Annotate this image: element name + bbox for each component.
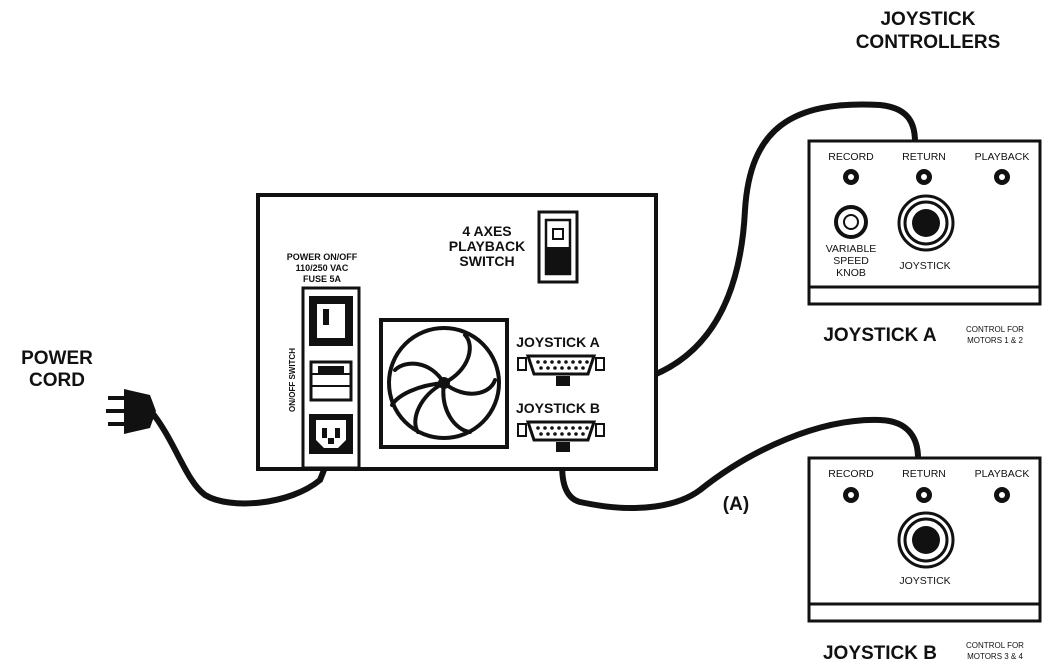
controller-a-playback-button[interactable] bbox=[994, 169, 1010, 185]
joystick-a-plug bbox=[556, 376, 570, 386]
joystick-b-cable bbox=[559, 416, 921, 511]
joystick-b-port[interactable] bbox=[517, 420, 605, 442]
controller-a-caption-2: MOTORS 1 & 2 bbox=[967, 336, 1023, 345]
controller-b-return-button[interactable] bbox=[916, 487, 932, 503]
controller-b-joystick-label: JOYSTICK bbox=[899, 575, 950, 587]
controller-b-playback-label: PLAYBACK bbox=[975, 468, 1030, 480]
playback-switch-label-1: 4 AXES bbox=[462, 223, 511, 239]
power-switch-label-3: FUSE 5A bbox=[303, 274, 342, 284]
power-cable bbox=[147, 407, 333, 507]
controller-b-joystick[interactable] bbox=[897, 511, 955, 569]
cable-marker-label: (A) bbox=[723, 494, 749, 515]
power-switch-label-1: POWER ON/OFF bbox=[287, 252, 358, 262]
controller-a-return-label: RETURN bbox=[902, 151, 946, 163]
playback-switch-label-2: PLAYBACK bbox=[449, 238, 526, 254]
port-a-label: JOYSTICK A bbox=[516, 334, 600, 350]
fan-icon bbox=[379, 318, 509, 449]
port-b-label: JOYSTICK B bbox=[516, 400, 600, 416]
joystick-b-plug bbox=[556, 442, 570, 452]
controller-a-title: JOYSTICK A bbox=[823, 325, 937, 346]
controller-b-caption-1: CONTROL FOR bbox=[966, 641, 1024, 650]
onoff-switch-label: ON/OFF SWITCH bbox=[288, 348, 297, 412]
controller-b-record-label: RECORD bbox=[828, 468, 874, 480]
controller-a-record-label: RECORD bbox=[828, 151, 874, 163]
power-cord-label-1: POWER bbox=[21, 348, 93, 369]
joystick-a-port[interactable] bbox=[517, 354, 605, 376]
controller-b-record-button[interactable] bbox=[843, 487, 859, 503]
power-module[interactable] bbox=[301, 286, 361, 470]
controllers-title-1: JOYSTICK bbox=[880, 9, 975, 30]
controller-a-knob-label-2: SPEED bbox=[833, 255, 869, 267]
controller-a-joystick-label: JOYSTICK bbox=[899, 260, 950, 272]
controller-a-playback-label: PLAYBACK bbox=[975, 151, 1030, 163]
controller-a-record-button[interactable] bbox=[843, 169, 859, 185]
power-plug bbox=[106, 389, 156, 434]
controller-a-return-button[interactable] bbox=[916, 169, 932, 185]
controller-a-speed-knob[interactable] bbox=[834, 205, 868, 239]
controllers-title-2: CONTROLLERS bbox=[856, 32, 1001, 53]
controller-a-caption-1: CONTROL FOR bbox=[966, 325, 1024, 334]
controller-b-caption-2: MOTORS 3 & 4 bbox=[967, 652, 1023, 661]
controller-b-return-label: RETURN bbox=[902, 468, 946, 480]
controller-b-title: JOYSTICK B bbox=[823, 643, 937, 663]
playback-switch[interactable] bbox=[537, 210, 579, 284]
playback-switch-label-3: SWITCH bbox=[459, 253, 514, 269]
power-switch-label-2: 110/250 VAC bbox=[296, 263, 349, 273]
power-cord-label-2: CORD bbox=[29, 370, 85, 391]
controller-a-joystick[interactable] bbox=[897, 194, 955, 252]
controller-a-knob-label-3: KNOB bbox=[836, 267, 866, 279]
controller-a-knob-label-1: VARIABLE bbox=[826, 243, 877, 255]
controller-b-playback-button[interactable] bbox=[994, 487, 1010, 503]
